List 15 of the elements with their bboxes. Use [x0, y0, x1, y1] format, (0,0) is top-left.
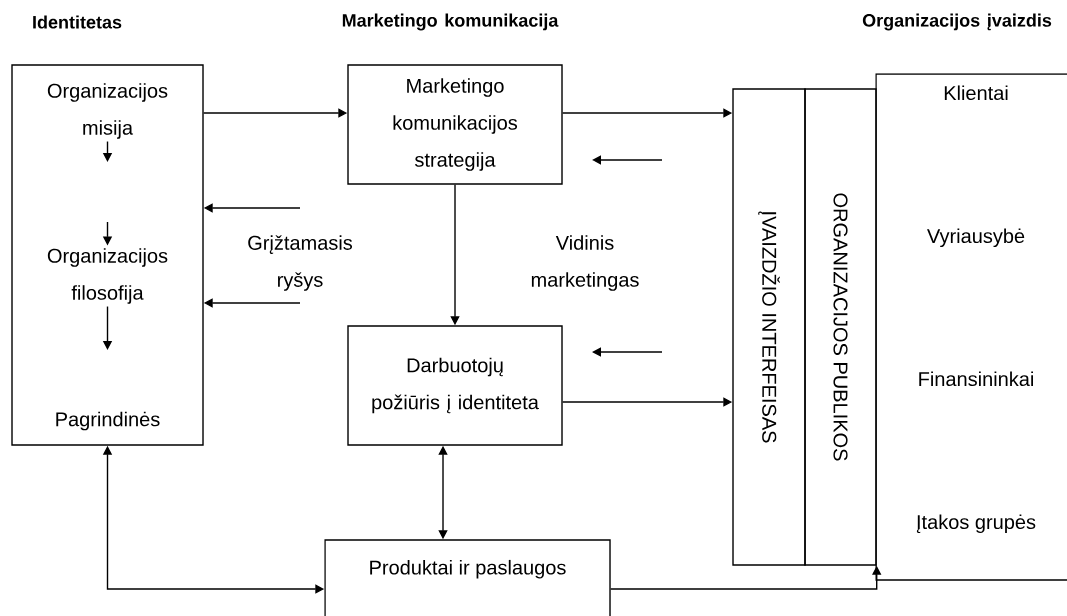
process-box: Darbuotojų požiūris į identiteta [347, 325, 563, 446]
identity-box [11, 64, 204, 446]
column-heading: Organizacijos įvaizdis [862, 13, 1052, 31]
publics-column: Klientai Vyriausybė Finansininkai Įtakos grupės [875, 73, 1067, 581]
identity-text: Organizacijos misija [47, 83, 168, 139]
column-heading: Marketingo komunikacija [342, 13, 559, 31]
flow-label: Vidinis marketingas [531, 235, 639, 291]
identity-text: Organizacijos filosofija [47, 248, 168, 304]
identity-text: Pagrindinės [56, 411, 160, 431]
vertical-band: ORGANIZACIJOS PUBLIKOS [804, 88, 877, 566]
vertical-band: ĮVAIZDŽIO INTERFEISAS [732, 88, 806, 566]
flow-label: Grįžtamasis ryšys [248, 235, 353, 291]
process-box: Produktai ir paslaugos [324, 539, 611, 616]
column-heading: Identitetas [33, 15, 122, 29]
process-box: Marketingo komunikacijos strategija [347, 64, 563, 185]
